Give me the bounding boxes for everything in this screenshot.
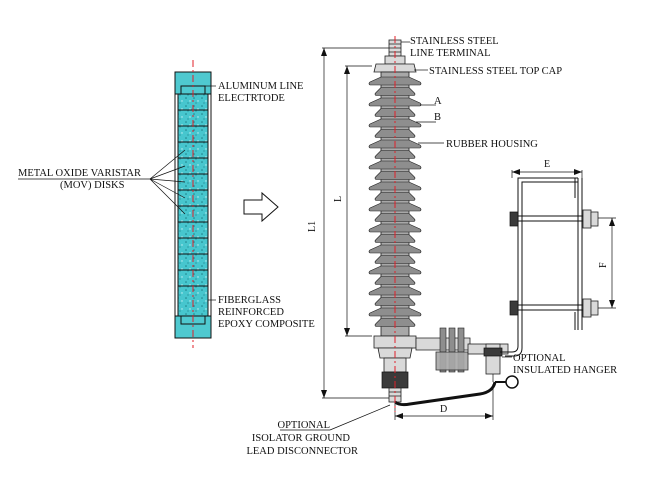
disconnector-line1: OPTIONAL [278,420,331,431]
disconnector-line3: LEAD DISCONNECTOR [246,446,358,457]
disconnector-line2: ISOLATOR GROUND [252,433,351,444]
shed-a-label: A [434,96,442,107]
small-shed [374,234,416,243]
l1-label: L1 [307,221,318,232]
hanger-label-line2: INSULATED HANGER [513,365,617,376]
f-label: F [598,262,609,268]
dimension-e: E [511,159,583,178]
dimension-l: L [333,65,372,337]
e-label: E [544,159,550,170]
label-disconnector: OPTIONAL ISOLATOR GROUND LEAD DISCONNECT… [246,404,391,457]
aluminum-label-line1: ALUMINUM LINE [218,81,303,92]
mov-label-line1: METAL OXIDE VARISTAR [18,168,141,179]
terminal-label-line1: STAINLESS STEEL [410,36,499,47]
label-line-terminal: STAINLESS STEEL LINE TERMINAL [401,36,499,59]
dimension-l1: L1 [307,47,392,399]
mov-label-line2: (MOV) DISKS [60,180,125,191]
fiberglass-line3: EPOXY COMPOSITE [218,319,315,330]
insulated-hanger [415,177,599,382]
large-shed [368,118,422,128]
large-shed [368,223,422,233]
d-label: D [440,404,447,415]
label-rubber-housing: RUBBER HOUSING [418,139,538,150]
label-fiberglass: FIBERGLASS REINFORCED EPOXY COMPOSITE [208,295,315,330]
small-shed [374,129,416,138]
small-shed [374,150,416,159]
top-cap-label: STAINLESS STEEL TOP CAP [429,66,562,77]
large-shed [368,265,422,275]
arrow-icon [243,191,279,223]
label-top-cap: STAINLESS STEEL TOP CAP [414,66,562,77]
dimension-d: D [394,384,494,420]
rubber-housing-label: RUBBER HOUSING [446,139,538,150]
label-shed-b: B [416,112,441,123]
mov-column [174,60,212,348]
shed-b-label: B [434,112,441,123]
label-insulated-hanger: OPTIONAL INSULATED HANGER [502,353,617,376]
aluminum-label-line2: ELECTRTODE [218,93,285,104]
terminal-label-line2: LINE TERMINAL [410,48,491,59]
label-mov-disks: METAL OXIDE VARISTAR (MOV) DISKS [18,149,186,215]
fiberglass-line2: REINFORCED [218,307,284,318]
l-label: L [333,196,344,202]
small-shed [374,255,416,264]
label-shed-a: A [420,96,442,107]
hanger-label-line1: OPTIONAL [513,353,566,364]
ground-lead [394,375,519,407]
dimension-f: F [598,217,616,309]
fiberglass-line1: FIBERGLASS [218,295,281,306]
large-shed [368,160,422,170]
label-aluminum-line-electrode: ALUMINUM LINE ELECTRTODE [205,81,303,104]
